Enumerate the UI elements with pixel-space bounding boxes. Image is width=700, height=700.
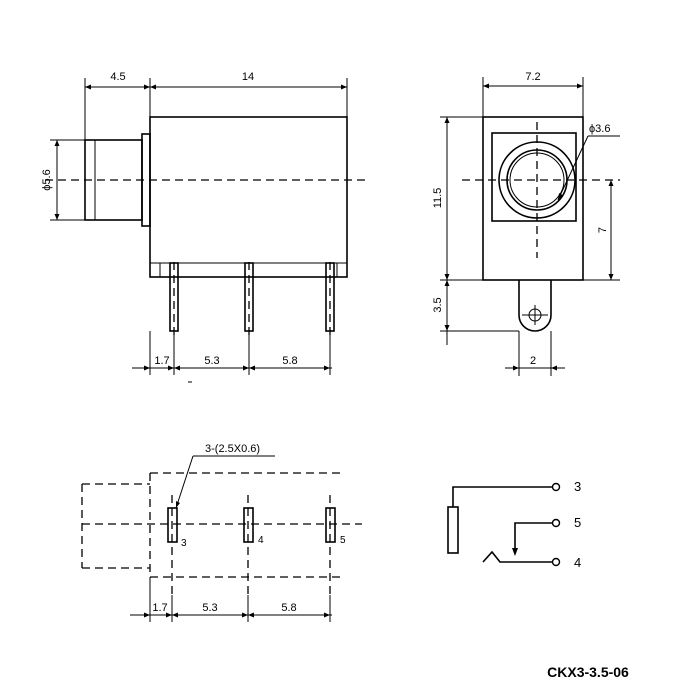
- footprint-pin-label-4: 4: [258, 535, 264, 546]
- jack-body: [149, 116, 348, 278]
- dim-nose-diameter: ϕ5.6: [41, 169, 53, 190]
- schematic-label-3: 3: [574, 479, 581, 494]
- dim-pin-offset: 1.7: [154, 355, 169, 367]
- fp-dim-pin-spacing-2: 5.8: [281, 602, 296, 614]
- front-tab: [518, 280, 552, 332]
- dim-center-height: 7: [597, 227, 609, 233]
- schematic-terminal-5: [551, 518, 561, 528]
- side-pin-5: [325, 262, 335, 335]
- schematic-terminal-3: [551, 482, 561, 492]
- schematic-label-4: 4: [574, 555, 581, 570]
- footprint-pin-label-5: 5: [340, 535, 346, 546]
- dim-pin-spacing-2: 5.8: [282, 355, 297, 367]
- fp-dim-pin-spacing-1: 5.3: [202, 602, 217, 614]
- dim-body-length: 14: [242, 71, 254, 83]
- front-face: [491, 132, 577, 222]
- dim-tab-width: 2: [530, 355, 536, 367]
- dim-bore-diameter: ϕ3.6: [589, 123, 610, 135]
- fp-dim-pin-offset: 1.7: [152, 602, 167, 614]
- dim-tab-length: 3.5: [432, 297, 444, 312]
- part-number: CKX3-3.5-06: [547, 664, 629, 680]
- side-view: 4.5 14 ϕ5.6 1.7 5.3 5.8: [41, 71, 365, 383]
- front-view: 7.2 11.5 3.5 7 ϕ3.6 2: [432, 71, 620, 376]
- slot-size-note: 3-(2.5X0.6): [205, 443, 260, 455]
- schematic-sleeve: [447, 506, 459, 554]
- schematic-symbol: 3 5 4: [447, 479, 581, 570]
- dim-front-width: 7.2: [525, 71, 540, 83]
- schematic-terminal-4: [551, 557, 561, 567]
- side-pin-4: [244, 262, 254, 335]
- dim-front-height: 11.5: [432, 188, 444, 209]
- schematic-label-5: 5: [574, 515, 581, 530]
- side-pin-3: [169, 262, 179, 335]
- dim-nose-length: 4.5: [110, 71, 125, 83]
- footprint-view: 3 4 5 3-(2.5X0.6) 1.7 5.3 5.8: [81, 443, 362, 622]
- dim-pin-spacing-1: 5.3: [204, 355, 219, 367]
- footprint-pin-label-3: 3: [181, 538, 187, 549]
- front-body: [482, 116, 584, 281]
